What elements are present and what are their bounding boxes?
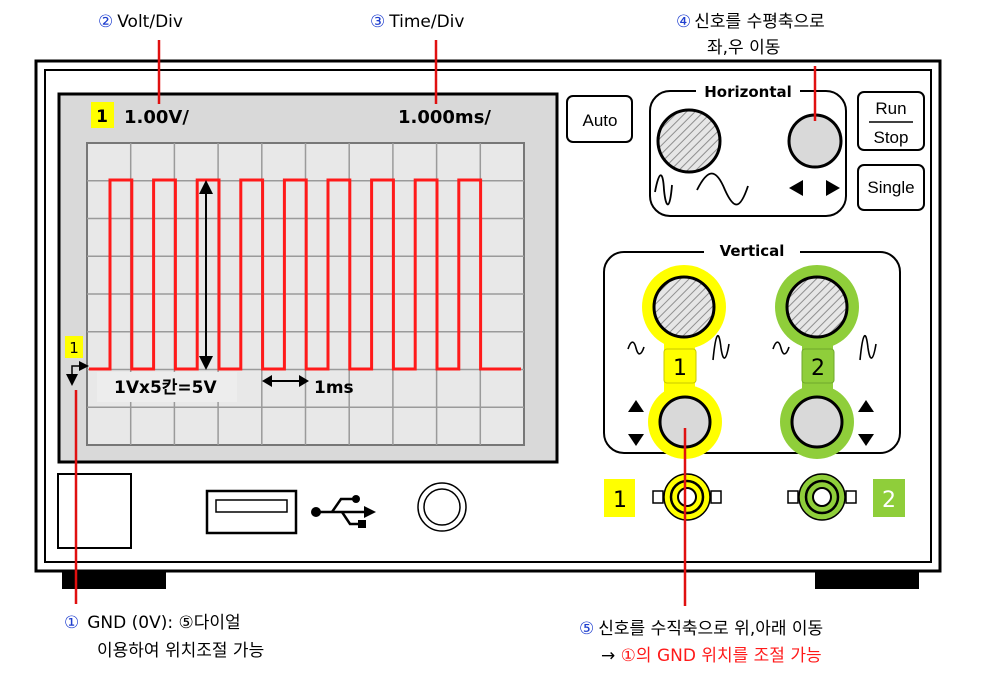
probe-compensation-terminal[interactable] <box>417 482 467 532</box>
stop-label: Stop <box>874 128 909 147</box>
amplitude-arrow-bottom <box>199 356 213 370</box>
gnd-marker-text: 1 <box>69 339 79 357</box>
period-arrow-right <box>299 375 309 387</box>
ch2-label: 2 <box>811 356 825 381</box>
auto-button-label: Auto <box>583 111 618 130</box>
period-label: 1ms <box>314 378 354 398</box>
horizontal-position-knob[interactable] <box>787 113 843 169</box>
ch2-up-arrow-icon <box>858 400 874 412</box>
channel-1-badge-text: 1 <box>96 107 108 127</box>
channel-1-badge <box>91 102 114 128</box>
ch2-small-wave-icon <box>772 341 790 355</box>
ch1-large-wave-icon <box>712 335 730 361</box>
ch1-small-wave-icon <box>627 341 645 355</box>
horizontal-move-annotation-line2: 좌,우 이동 <box>707 38 780 58</box>
ch2-large-wave-icon <box>859 335 877 361</box>
horizontal-section-title: Horizontal <box>704 83 792 101</box>
gnd-marker-step <box>71 365 79 374</box>
ch2-input-badge <box>873 479 905 517</box>
vertical-move-annotation-line2: → ①의 GND 위치를 조절 가능 <box>601 646 822 666</box>
amplitude-label: 1Vx5칸=5V <box>114 378 217 398</box>
run-label: Run <box>875 99 906 118</box>
ch2-position-knob[interactable] <box>790 395 844 449</box>
ch2-input-connector[interactable] <box>787 473 857 521</box>
power-button[interactable] <box>57 473 132 549</box>
time-div-knob[interactable] <box>656 108 722 174</box>
ch1-up-arrow-icon <box>628 400 644 412</box>
gnd-annotation-line2: 이용하여 위치조절 가능 <box>97 641 264 661</box>
vertical-section-title: Vertical <box>720 242 785 260</box>
amplitude-arrow-top <box>199 180 213 194</box>
usb-icon <box>311 495 376 528</box>
compressed-wave-icon <box>654 174 673 206</box>
ch1-volt-div-knob[interactable] <box>652 275 716 339</box>
single-button[interactable] <box>857 164 925 211</box>
square-wave-signal <box>89 178 521 371</box>
gnd-marker-badge <box>65 336 83 358</box>
volt-div-readout: 1.00V/ <box>124 107 189 128</box>
ch2-volt-div-knob[interactable] <box>785 275 849 339</box>
left-arrow-icon <box>789 180 803 196</box>
single-button-label: Single <box>867 178 914 197</box>
expanded-wave-icon <box>696 172 749 206</box>
ch1-input-badge <box>604 479 635 517</box>
usb-port-slot <box>215 499 288 513</box>
horizontal-title-bg <box>696 80 800 102</box>
ch1-label: 1 <box>673 356 687 381</box>
ch1-down-arrow-icon <box>628 434 644 446</box>
gnd-down-arrow-icon <box>66 374 78 386</box>
ch1-input-connector[interactable] <box>652 473 722 521</box>
auto-button[interactable] <box>566 95 633 143</box>
ch1-label-box <box>663 348 697 384</box>
gnd-marker-arrow <box>79 361 89 371</box>
run-stop-button[interactable] <box>857 91 925 151</box>
vertical-title-bg <box>704 240 800 262</box>
time-div-readout: 1.000ms/ <box>398 107 491 128</box>
right-arrow-icon <box>826 180 840 196</box>
period-arrow-left <box>262 375 272 387</box>
ch2-label-box <box>801 348 835 384</box>
amplitude-label-bg <box>97 372 237 402</box>
right-foot <box>815 571 919 589</box>
ch2-input-label: 2 <box>882 488 896 513</box>
ch2-down-arrow-icon <box>858 434 874 446</box>
ch1-input-label: 1 <box>613 488 627 513</box>
left-foot <box>62 571 166 589</box>
